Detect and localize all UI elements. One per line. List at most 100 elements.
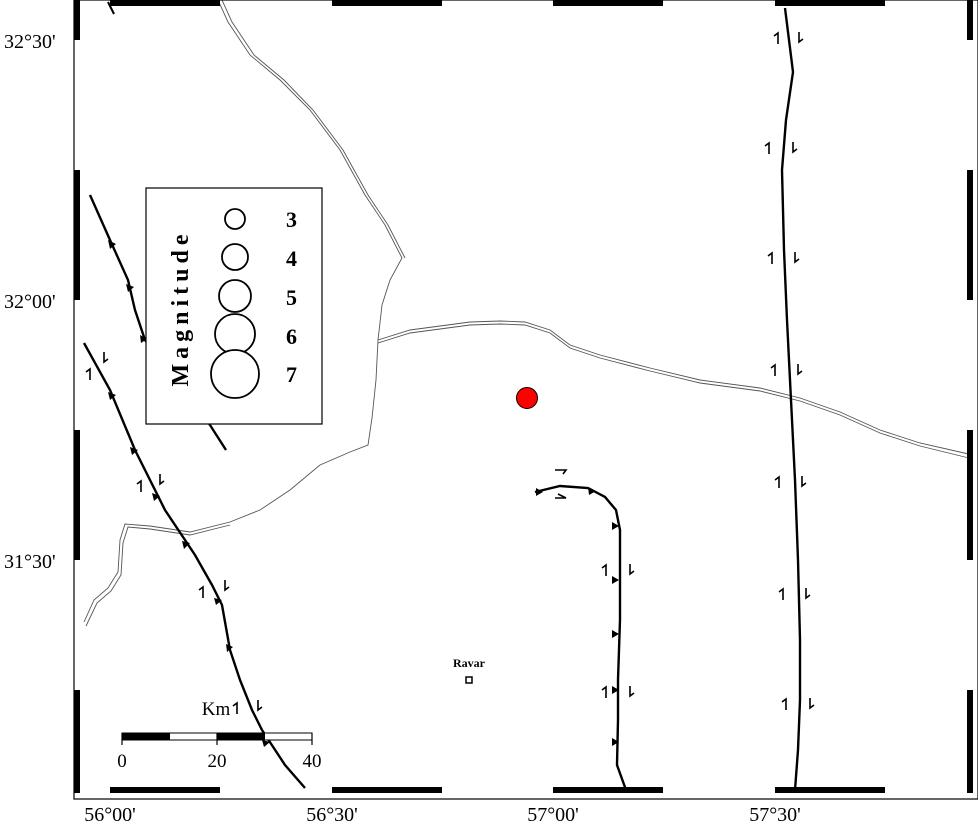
scale-segment [122,733,170,740]
thrust-tick [140,335,147,343]
thrust-tick [126,284,134,292]
strike-slip-mark [85,367,91,380]
magnitude-legend: Magnitude 3 4 5 6 7 [145,187,323,425]
thrust-tick [612,576,619,584]
thrust-tick [612,686,619,694]
strike-slip-mark [801,476,807,488]
frame-segment [967,690,973,793]
frame-segment [74,170,80,300]
frame-segment [775,0,885,6]
thrust-tick [108,392,116,400]
strike-slip-mark [764,141,770,154]
thrust-tick [612,738,619,746]
ravar-label: Ravar [453,656,486,670]
magnitude-6-label: 6 [286,324,297,349]
lon-label-57-00: 57°00' [527,804,579,825]
thrust-tick [152,493,160,501]
strike-slip-mark [198,585,204,598]
frame-segment [967,170,973,300]
magnitude-3-label: 3 [286,207,297,232]
fault-east-strike-slip [780,7,802,791]
thrust-tick [214,598,222,605]
strike-slip-marks [85,31,815,714]
scale-label-0: 0 [117,751,127,772]
magnitude-4-circle [221,243,249,271]
strike-slip-mark [136,479,142,492]
thrust-tick [226,644,233,652]
strike-slip-mark [629,564,635,576]
magnitude-6-circle [214,313,256,355]
thrust-tick [536,488,543,496]
fault-ravar-curve [534,484,628,791]
strike-slip-mark [809,698,815,710]
frame-segment [110,0,220,6]
frame-segment [332,787,442,793]
strike-slip-mark [770,363,776,376]
magnitude-7-label: 7 [286,362,297,387]
legend-title: Magnitude [168,229,194,386]
strike-slip-mark [601,563,607,576]
boundary-north-b [221,0,406,259]
strike-slip-mark [555,493,567,499]
frame-outline [73,0,978,800]
scale-bar: Km 0 20 40 [117,699,321,772]
strike-slip-mark [224,580,230,592]
frame-segment [74,430,80,560]
strike-slip-mark [257,700,263,712]
lat-label-32-30: 32°30' [4,31,56,53]
boundary-lines [83,0,974,627]
magnitude-7-circle [210,349,260,399]
strike-slip-mark [792,142,798,154]
thrust-tick [262,740,270,747]
scale-unit: Km [202,699,231,720]
lon-label-57-30: 57°30' [749,804,801,825]
thrust-tick [108,240,116,249]
ravar-town-icon [465,676,473,684]
boundary-south-b [85,524,231,627]
strike-slip-mark [103,352,109,364]
strike-slip-mark [805,588,811,600]
magnitude-5-circle [218,279,252,313]
frame-segment [553,0,663,6]
scale-segment [217,733,265,740]
epicenter-marker [516,387,538,409]
frame-segment [775,787,885,793]
strike-slip-mark [794,252,800,264]
strike-slip-mark [629,686,635,698]
frame-segment [110,787,220,793]
magnitude-4-label: 4 [286,246,297,271]
fault-top-stub [107,1,115,15]
boundary-east [377,320,974,456]
strike-slip-mark [767,251,773,264]
boundary-north [83,0,403,623]
thrust-tick [588,487,596,495]
strike-slip-mark [774,475,780,488]
strike-slip-mark [232,701,238,714]
lat-label-32-00: 32°00' [4,291,56,313]
frame-segment [332,0,442,6]
strike-slip-mark [778,587,784,600]
frame-segment [967,0,973,40]
frame-segment [74,0,80,40]
strike-slip-mark [781,697,787,710]
magnitude-5-label: 5 [286,285,297,310]
lat-label-31-30: 31°30' [4,551,56,573]
lon-label-56-00: 56°00' [84,804,136,825]
frame-segment [74,690,80,793]
lon-label-56-30: 56°30' [306,804,358,825]
map-frame [73,0,978,800]
thrust-tick [612,522,619,530]
frame-segment [967,430,973,560]
scale-label-20: 20 [208,751,227,772]
thrust-ticks [108,240,619,747]
frame-segment [553,787,663,793]
magnitude-3-circle [224,208,246,230]
strike-slip-mark [798,32,804,44]
strike-slip-mark [159,474,165,486]
strike-slip-mark [797,364,803,376]
strike-slip-mark [773,31,779,44]
thrust-tick [130,447,138,455]
thrust-tick [182,541,190,549]
strike-slip-mark [601,685,607,698]
